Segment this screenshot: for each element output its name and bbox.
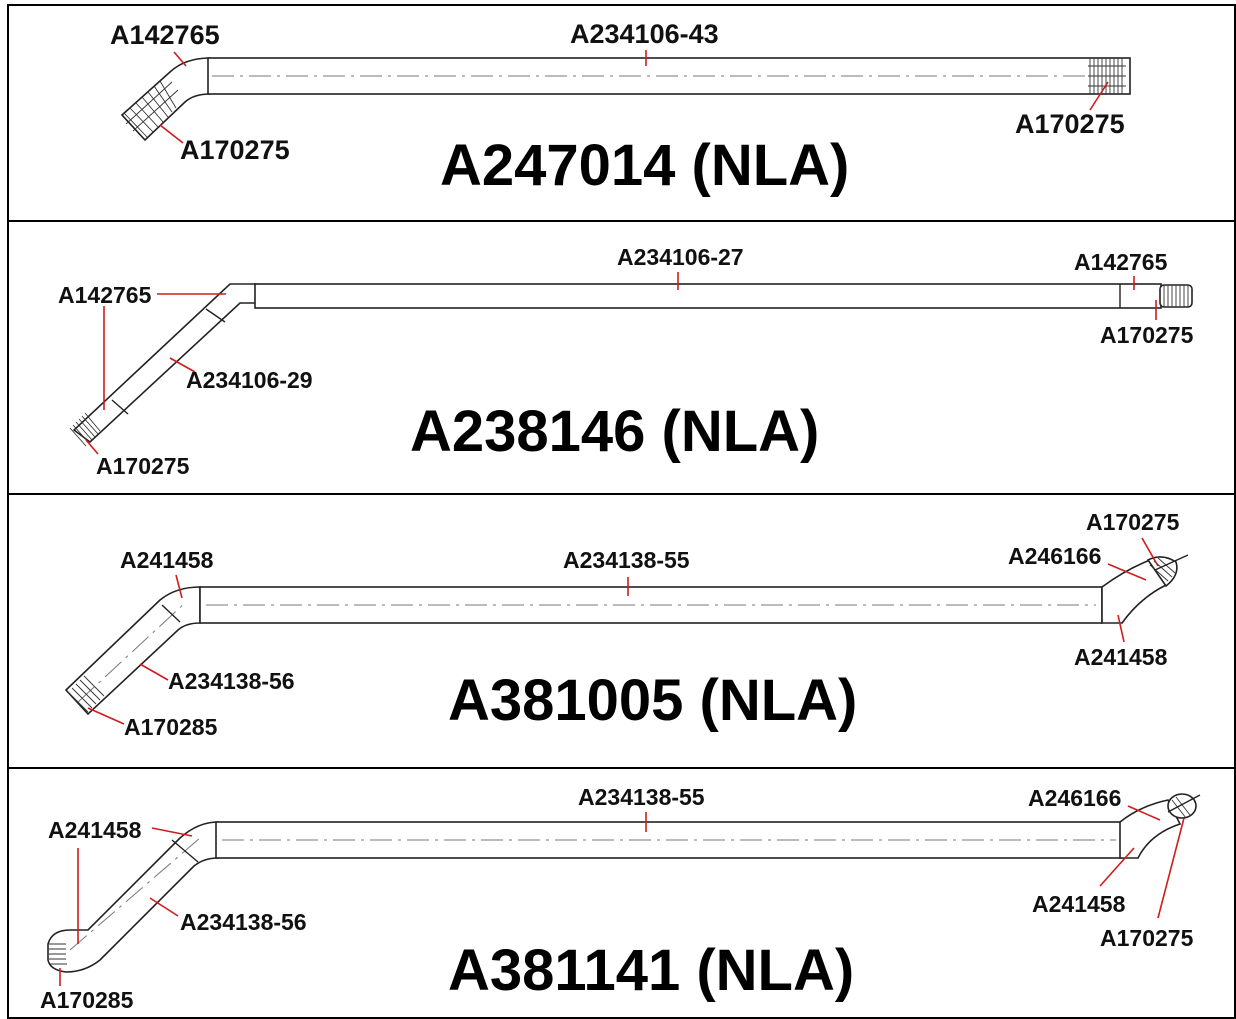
panel-1-leaders	[159, 50, 1109, 144]
panel-4-pipe	[47, 793, 1201, 973]
panel-4-title: A381141 (NLA)	[448, 938, 854, 1003]
panel-3-label-2: A241458	[120, 547, 214, 573]
panel-2-label-1: A234106-27	[617, 244, 744, 270]
panel-3-label-5: A241458	[1074, 644, 1168, 670]
panel-1-label-4: A170275	[1015, 109, 1125, 139]
panel-3-label-1: A170275	[1086, 509, 1180, 535]
panel-4-label-1: A234138-55	[578, 784, 705, 810]
panel-3-label-7: A170285	[124, 714, 218, 740]
panel-2-title: A238146 (NLA)	[410, 399, 819, 464]
panel-2-label-6: A170275	[96, 453, 190, 479]
panel-4-label-3: A241458	[48, 817, 142, 843]
panel-3-pipe	[64, 554, 1189, 716]
panel-1-title: A247014 (NLA)	[440, 133, 849, 198]
panel-1-label-2: A234106-43	[570, 19, 719, 49]
panel-1-label-3: A170275	[180, 135, 290, 165]
panel-3-label-3: A234138-55	[563, 547, 690, 573]
panel-2-leaders	[85, 272, 1157, 455]
panel-1-label-1: A142765	[110, 20, 220, 50]
panel-4-label-4: A241458	[1032, 891, 1126, 917]
panel-3-label-6: A234138-56	[168, 668, 295, 694]
panel-4-label-2: A246166	[1028, 785, 1121, 811]
panel-4-label-5: A234138-56	[180, 909, 307, 935]
panel-2-label-5: A234106-29	[186, 367, 313, 393]
panel-4-leaders	[59, 805, 1185, 986]
panel-3-leaders	[87, 537, 1159, 725]
panel-4-label-6: A170275	[1100, 925, 1194, 951]
panel-2-pipe	[69, 283, 1193, 447]
panel-3-title: A381005 (NLA)	[448, 668, 857, 733]
panel-2-label-2: A142765	[1074, 249, 1168, 275]
panel-3-label-4: A246166	[1008, 543, 1101, 569]
panel-4-label-7: A170285	[40, 987, 134, 1013]
panel-2-label-3: A142765	[58, 282, 152, 308]
panel-1-pipe	[120, 57, 1131, 142]
panel-4-frame	[7, 767, 1236, 1019]
panel-2-label-4: A170275	[1100, 322, 1194, 348]
